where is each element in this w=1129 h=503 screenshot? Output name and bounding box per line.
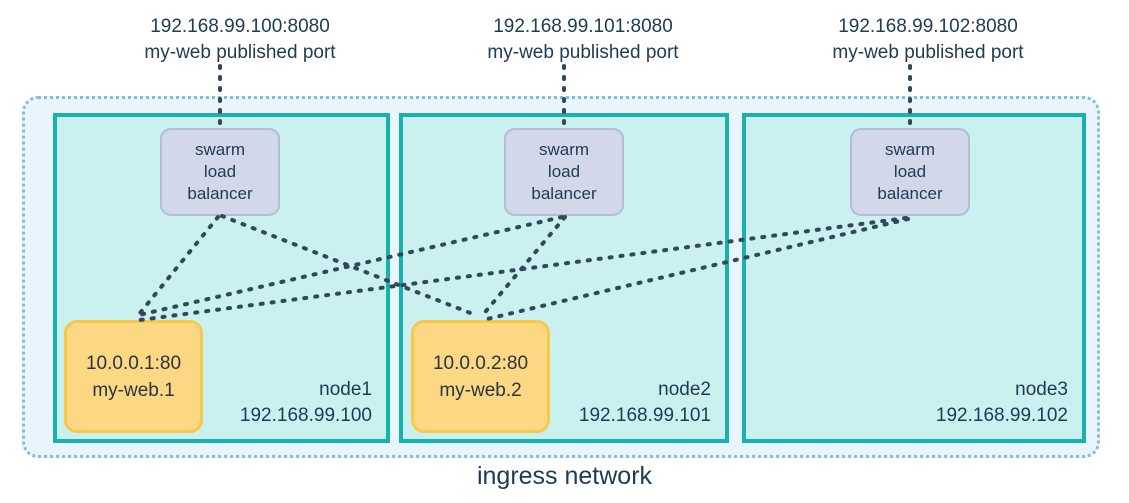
service-address: 10.0.0.2:80 [432, 352, 529, 374]
service-task-my-web-2: 10.0.0.2:80 my-web.2 [411, 320, 550, 433]
node-name: node2 [658, 379, 711, 400]
load-balancer-line-1: swarm [884, 140, 936, 159]
service-task-my-web-1: 10.0.0.1:80 my-web.1 [64, 320, 203, 433]
published-port-label-node1: 192.168.99.100:8080 my-web published por… [60, 14, 420, 66]
published-port-description: my-web published port [487, 42, 679, 63]
service-address: 10.0.0.1:80 [85, 352, 182, 374]
node-ip: 192.168.99.101 [578, 405, 711, 426]
published-port-address: 192.168.99.102:8080 [838, 16, 1018, 37]
service-task-name: my-web.2 [439, 379, 522, 401]
node-caption-node2: node2 192.168.99.101 [579, 377, 711, 429]
published-port-description: my-web published port [144, 42, 336, 63]
swarm-load-balancer-node3: swarm load balancer [850, 128, 970, 216]
node-caption-node1: node1 192.168.99.100 [240, 377, 372, 429]
published-port-address: 192.168.99.100:8080 [150, 16, 330, 37]
swarm-load-balancer-node2: swarm load balancer [504, 128, 624, 216]
node-name: node3 [1015, 379, 1068, 400]
load-balancer-line-2: load [203, 162, 237, 181]
load-balancer-line-1: swarm [194, 140, 246, 159]
published-port-description: my-web published port [832, 42, 1024, 63]
published-port-address: 192.168.99.101:8080 [493, 16, 673, 37]
swarm-load-balancer-node1: swarm load balancer [160, 128, 280, 216]
load-balancer-line-2: load [547, 162, 581, 181]
service-task-name: my-web.1 [92, 379, 175, 401]
ingress-network-label: ingress network [476, 462, 653, 490]
load-balancer-line-3: balancer [531, 184, 597, 203]
load-balancer-line-1: swarm [538, 140, 590, 159]
node-ip: 192.168.99.100 [239, 405, 372, 426]
node-caption-node3: node3 192.168.99.102 [936, 377, 1068, 429]
node-name: node1 [319, 379, 372, 400]
load-balancer-line-2: load [893, 162, 927, 181]
load-balancer-line-3: balancer [877, 184, 943, 203]
load-balancer-line-3: balancer [187, 184, 253, 203]
node-ip: 192.168.99.102 [935, 405, 1068, 426]
published-port-label-node3: 192.168.99.102:8080 my-web published por… [748, 14, 1108, 66]
published-port-label-node2: 192.168.99.101:8080 my-web published por… [403, 14, 763, 66]
